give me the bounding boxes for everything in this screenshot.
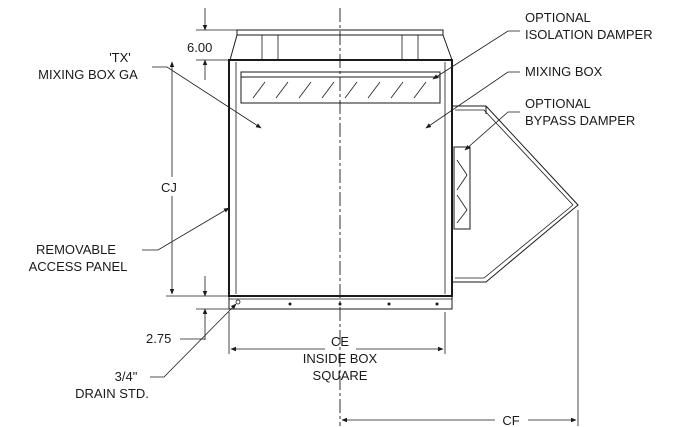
mixing-box-label: MIXING BOX bbox=[525, 64, 603, 79]
cj-label: CJ bbox=[161, 180, 177, 195]
bypass-duct bbox=[452, 105, 579, 283]
dimension-ce: CE INSIDE BOX SQUARE bbox=[228, 312, 446, 383]
leader-removable-access-panel: REMOVABLE ACCESS PANEL bbox=[29, 207, 230, 274]
drain-pan bbox=[228, 295, 453, 310]
dim-6-00-label: 6.00 bbox=[187, 40, 212, 55]
dimension-2-75: 2.75 bbox=[146, 276, 229, 346]
top-duct-collar bbox=[229, 29, 453, 61]
isolation-damper bbox=[240, 71, 441, 104]
leader-mixing-box: MIXING BOX bbox=[425, 64, 603, 129]
tx-label-line2: MIXING BOX GA bbox=[38, 67, 138, 82]
bypass-label-line2: BYPASS DAMPER bbox=[525, 113, 635, 128]
leader-isolation-damper: OPTIONAL ISOLATION DAMPER bbox=[432, 10, 653, 80]
leader-drain: 3/4" DRAIN STD. bbox=[75, 303, 237, 401]
bypass-label-line1: OPTIONAL bbox=[525, 96, 591, 111]
dimension-cj: CJ bbox=[161, 61, 229, 297]
dimension-6-00: 6.00 bbox=[187, 8, 237, 80]
mixing-box-body bbox=[228, 59, 453, 297]
drain-label-line2: DRAIN STD. bbox=[75, 386, 149, 401]
cf-label: CF bbox=[502, 413, 519, 427]
iso-label-line1: OPTIONAL bbox=[525, 10, 591, 25]
removable-label-line2: ACCESS PANEL bbox=[29, 259, 128, 274]
ce-label-line2: INSIDE BOX bbox=[303, 351, 378, 366]
ce-label-line3: SQUARE bbox=[313, 368, 368, 383]
ce-label-line1: CE bbox=[331, 334, 349, 349]
dim-2-75-label: 2.75 bbox=[146, 331, 171, 346]
iso-label-line2: ISOLATION DAMPER bbox=[525, 27, 653, 42]
leader-tx-mixing-box-ga: 'TX' MIXING BOX GA bbox=[38, 50, 262, 129]
leader-bypass-damper: OPTIONAL BYPASS DAMPER bbox=[464, 96, 635, 151]
tx-label-line1: 'TX' bbox=[109, 50, 131, 65]
drain-label-line1: 3/4" bbox=[115, 369, 138, 384]
removable-label-line1: REMOVABLE bbox=[36, 242, 116, 257]
dimension-cf: CF bbox=[341, 210, 579, 427]
bypass-damper bbox=[453, 146, 471, 230]
